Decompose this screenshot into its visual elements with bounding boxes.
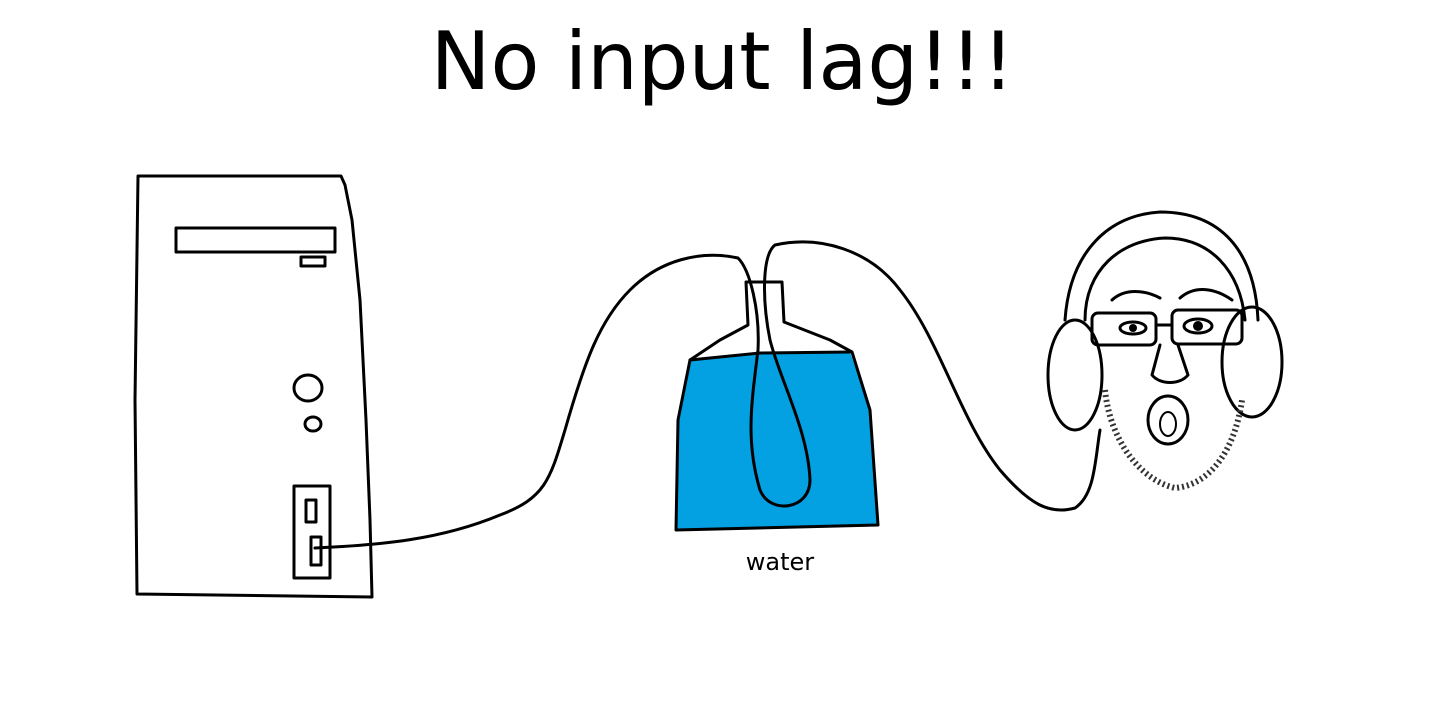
meme-title: No input lag!!! [430, 15, 1015, 108]
mouth [1146, 394, 1190, 446]
water-fill [676, 352, 878, 530]
water-label: water [745, 548, 815, 576]
computer-tower [133, 174, 374, 599]
soyjak-face [1046, 210, 1284, 492]
power-button [292, 373, 324, 403]
port-panel [292, 484, 332, 580]
headphone-right [1220, 305, 1284, 419]
cable [313, 240, 1102, 550]
headphone-left [1046, 318, 1104, 432]
glasses-left [1090, 311, 1158, 347]
reset-button [303, 415, 323, 433]
drive-slot [174, 226, 337, 254]
drive-button [299, 255, 327, 268]
water-bottle [674, 280, 880, 532]
glasses-right [1170, 308, 1244, 346]
